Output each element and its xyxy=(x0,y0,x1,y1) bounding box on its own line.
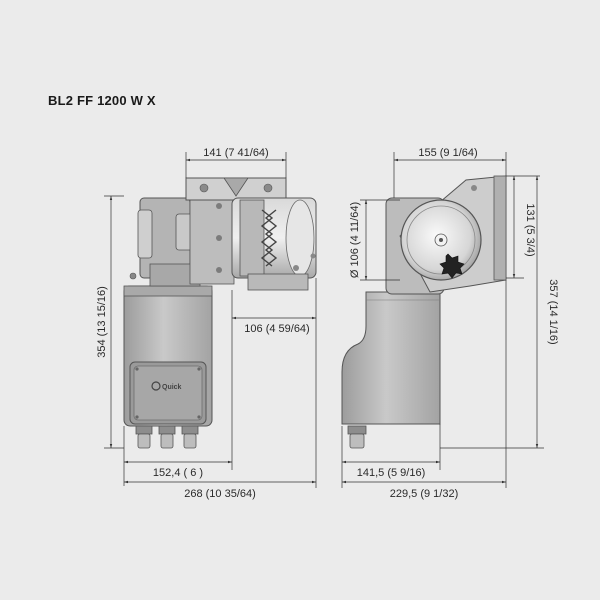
front-view: Quick xyxy=(123,177,317,449)
front-top-bracket xyxy=(185,177,287,201)
dim-side-base-width: 141,5 (5 9/16) xyxy=(357,467,426,479)
dim-side-top-width: 155 (9 1/64) xyxy=(418,147,477,159)
front-motor-housing: Quick xyxy=(123,285,213,449)
side-view xyxy=(341,175,507,449)
dim-side-total-height: 357 (14 1/16) xyxy=(547,279,559,344)
dim-side-total-width: 229,5 (9 1/32) xyxy=(390,488,459,500)
quick-logo: Quick xyxy=(151,381,182,391)
side-cable-gland xyxy=(347,425,367,449)
dim-side-plate-height: 131 (5 3/4) xyxy=(524,203,536,256)
front-chain-wheel xyxy=(231,197,317,291)
dim-front-height: 354 (13 15/16) xyxy=(96,286,108,358)
dim-front-top-width: 141 (7 41/64) xyxy=(203,147,268,159)
side-motor-housing xyxy=(341,275,441,449)
product-title: BL2 FF 1200 W X xyxy=(48,93,156,108)
dim-side-drum-diameter: Ø 106 (4 11/64) xyxy=(349,202,361,278)
dim-front-total-width: 268 (10 35/64) xyxy=(184,488,256,500)
cable-glands xyxy=(135,425,199,449)
dim-front-depth: 106 (4 59/64) xyxy=(244,323,309,335)
side-chain-drum xyxy=(400,199,482,281)
front-gearbox xyxy=(129,197,235,287)
dim-front-base-width: 152,4 ( 6 ) xyxy=(153,467,203,479)
dimension-lines xyxy=(104,152,544,488)
svg-text:Quick: Quick xyxy=(162,384,182,391)
dimension-labels: 141 (7 41/64) 354 (13 15/16) 106 (4 59/6… xyxy=(96,147,559,500)
